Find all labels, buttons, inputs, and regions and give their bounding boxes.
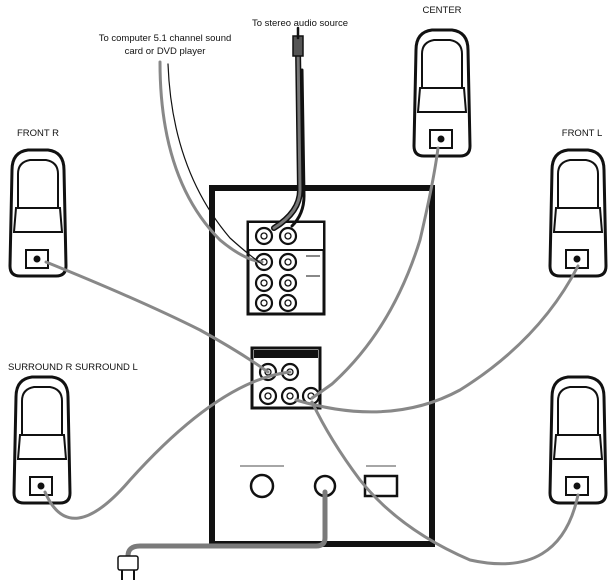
surround-l-cable [310,400,580,566]
label-front-l: FRONT L [562,128,602,139]
speaker-surround-r [12,375,72,505]
front-l-cable [294,264,580,414]
label-computer-line1: To computer 5.1 channel sound [99,33,232,44]
volume-knob [249,473,275,499]
label-surround: SURROUND R SURROUND L [8,362,138,373]
label-center: CENTER [422,5,461,16]
center-speaker-cable [310,146,440,400]
input-jack-panel [246,220,326,316]
speaker-center [412,28,472,158]
speaker-surround-l [548,375,608,505]
speaker-front-l [548,148,608,278]
speaker-front-r [8,148,68,278]
power-plug [117,555,139,580]
label-computer-line2: card or DVD player [125,46,206,57]
power-cable [125,489,328,565]
label-front-r: FRONT R [17,128,59,139]
surround-r-cable [43,370,292,520]
computer-source-cable [158,60,264,264]
label-stereo-source: To stereo audio source [252,18,348,29]
front-r-cable [44,260,270,374]
